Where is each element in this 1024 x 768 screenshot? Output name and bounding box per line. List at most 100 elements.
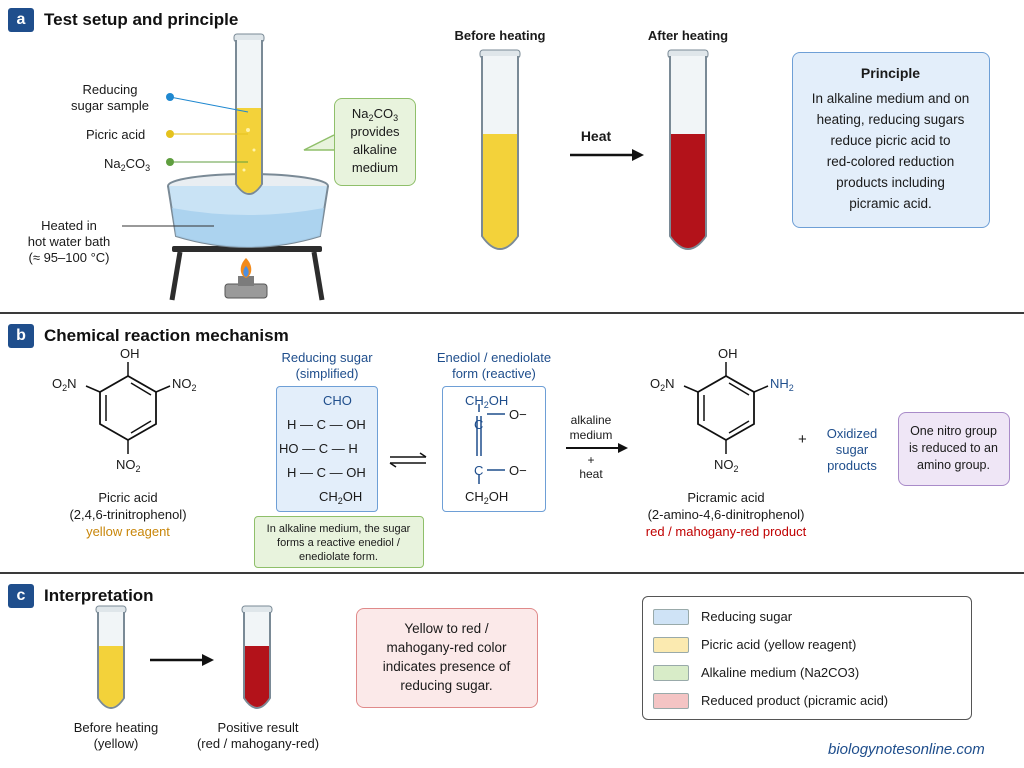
heated-line-2: hot water bath bbox=[27, 234, 111, 249]
reaction-structures bbox=[85, 362, 769, 484]
picramic-note: red / mahogany-red product bbox=[645, 524, 807, 539]
result-line: reducing sugar. bbox=[400, 678, 493, 693]
picric-iupac: (2,4,6-trinitrophenol) bbox=[69, 507, 187, 522]
sugar-row-4: H — C — OH bbox=[287, 465, 366, 480]
enediol-note-line: In alkaline medium, the sugar bbox=[266, 523, 411, 535]
heated-line-3: (≈ 95–100 °C) bbox=[28, 250, 110, 265]
arrow-medium: medium bbox=[569, 428, 613, 442]
enediol-title-1: Enediol / enediolate bbox=[436, 350, 552, 365]
legend-label: Alkaline medium (Na2CO3) bbox=[701, 665, 860, 680]
principle-line: products including bbox=[836, 175, 945, 190]
label-picric-acid: Picric acid bbox=[86, 127, 146, 142]
sugar-structure-box: CHO H — C — OH HO — C — H H — C — OH CH2… bbox=[276, 386, 378, 512]
principle-line: reduce picric acid to bbox=[830, 133, 951, 148]
enediol-c1: C bbox=[474, 417, 484, 432]
panel-c-badge: c bbox=[8, 584, 34, 608]
picramic-no2: NO2 bbox=[714, 457, 739, 474]
heated-line-1: Heated in bbox=[41, 218, 97, 233]
enediol-c2: C bbox=[474, 463, 484, 478]
oxidized-line: Oxidized bbox=[826, 426, 878, 441]
panel-c: c Interpretation Before heating (yellow)… bbox=[0, 574, 1024, 768]
label-na2co3: Na2CO3 bbox=[104, 156, 151, 173]
picramic-oh: OH bbox=[718, 346, 738, 361]
panel-a-badge: a bbox=[8, 8, 34, 32]
picramic-o2n: O2N bbox=[650, 376, 675, 393]
enediol-title-2: form (reactive) bbox=[452, 366, 536, 381]
sugar-title-2: (simplified) bbox=[295, 366, 359, 381]
legend-swatch bbox=[653, 665, 689, 681]
before-heating-label: Before heating bbox=[454, 28, 546, 43]
sugar-row-2: H — C — OH bbox=[287, 417, 366, 432]
divider-a-b bbox=[0, 312, 1024, 314]
picric-o2n: O2N bbox=[52, 376, 77, 393]
enediol-top: CH2OH bbox=[465, 393, 509, 410]
picramic-nh2: NH2 bbox=[770, 376, 794, 393]
principle-line: In alkaline medium and on bbox=[811, 91, 970, 106]
result-box: Yellow to red / mahogany-red color indicat… bbox=[356, 608, 538, 708]
callout-line-2: provides bbox=[350, 124, 400, 139]
heat-label: Heat bbox=[580, 128, 612, 144]
callout-line-3: alkaline bbox=[352, 142, 398, 157]
test-setup-illustration bbox=[122, 33, 709, 301]
nitro-note-line: One nitro group bbox=[910, 424, 997, 438]
principle-line: picramic acid. bbox=[849, 196, 932, 211]
picric-oh: OH bbox=[120, 346, 140, 361]
principle-title: Principle bbox=[860, 65, 921, 81]
callout-line-4: medium bbox=[351, 160, 399, 175]
legend-label: Reduced product (picramic acid) bbox=[701, 693, 889, 708]
sugar-row-5: CH2OH bbox=[319, 489, 363, 506]
result-line: mahogany-red color bbox=[386, 640, 507, 655]
alkaline-callout bbox=[334, 98, 416, 186]
picric-no2-bottom: NO2 bbox=[116, 457, 141, 474]
enediol-note-line: forms a reactive enediol / bbox=[277, 537, 400, 549]
legend-label: Picric acid (yellow reagent) bbox=[701, 637, 857, 652]
positive-label-2: (red / mahogany-red) bbox=[196, 736, 320, 751]
enediol-o1: O− bbox=[509, 407, 527, 422]
product-plus: + bbox=[798, 431, 807, 448]
principle-line: red-colored reduction bbox=[826, 154, 955, 169]
sugar-row-1: CHO bbox=[323, 393, 352, 408]
panel-c-title: Interpretation bbox=[44, 586, 154, 605]
positive-label-1: Positive result bbox=[217, 720, 299, 735]
panel-a: a Test setup and principle bbox=[0, 0, 1024, 312]
result-line: Yellow to red / bbox=[404, 621, 489, 636]
legend-swatch bbox=[653, 693, 689, 709]
enediol-structure-box: CH2OH C O− C O− CH2OH bbox=[442, 386, 546, 512]
nitro-note-box: One nitro group is reduced to an amino gro… bbox=[898, 412, 1010, 486]
picric-note: yellow reagent bbox=[86, 524, 170, 539]
label-reducing-sugar-2: sugar sample bbox=[70, 98, 150, 113]
sugar-title-1: Reducing sugar bbox=[281, 350, 373, 365]
picric-name: Picric acid bbox=[98, 490, 158, 505]
oxidized-line: sugar bbox=[835, 442, 869, 457]
interpretation-tubes bbox=[95, 605, 273, 709]
enediol-note-box: In alkaline medium, the sugar forms a rea… bbox=[254, 516, 424, 568]
picric-no2-right: NO2 bbox=[172, 376, 197, 393]
label-reducing-sugar-1: Reducing bbox=[82, 82, 138, 97]
panel-b-badge: b bbox=[8, 324, 34, 348]
legend-label: Reducing sugar bbox=[701, 609, 793, 624]
enediol-bottom: CH2OH bbox=[465, 489, 509, 506]
picramic-iupac: (2-amino-4,6-dinitrophenol) bbox=[647, 507, 805, 522]
legend-swatch bbox=[653, 609, 689, 625]
panel-b: b Chemical reaction mechanism bbox=[0, 314, 1024, 572]
principle-box: Principle In alkaline medium and on heati… bbox=[792, 52, 990, 228]
enediol-note-line: enediolate form. bbox=[299, 551, 378, 563]
after-heating-label: After heating bbox=[647, 28, 729, 43]
principle-line: heating, reducing sugars bbox=[816, 112, 965, 127]
arrow-alkaline: alkaline bbox=[570, 413, 612, 427]
nitro-note-line: amino group. bbox=[917, 458, 990, 472]
callout-line-1: Na2CO3 bbox=[351, 106, 399, 123]
divider-b-c bbox=[0, 572, 1024, 574]
enediol-o2: O− bbox=[509, 463, 527, 478]
legend-swatch bbox=[653, 637, 689, 653]
picramic-name: Picramic acid bbox=[687, 490, 765, 505]
before-label-1: Before heating bbox=[73, 720, 159, 735]
arrow-heat: heat bbox=[579, 467, 603, 481]
nitro-note-line: is reduced to an bbox=[909, 441, 998, 455]
sugar-row-3: HO — C — H bbox=[279, 441, 358, 456]
before-label-2: (yellow) bbox=[93, 736, 139, 751]
panel-a-title: Test setup and principle bbox=[44, 10, 239, 29]
panel-b-title: Chemical reaction mechanism bbox=[44, 326, 289, 345]
result-line: indicates presence of bbox=[382, 659, 511, 674]
